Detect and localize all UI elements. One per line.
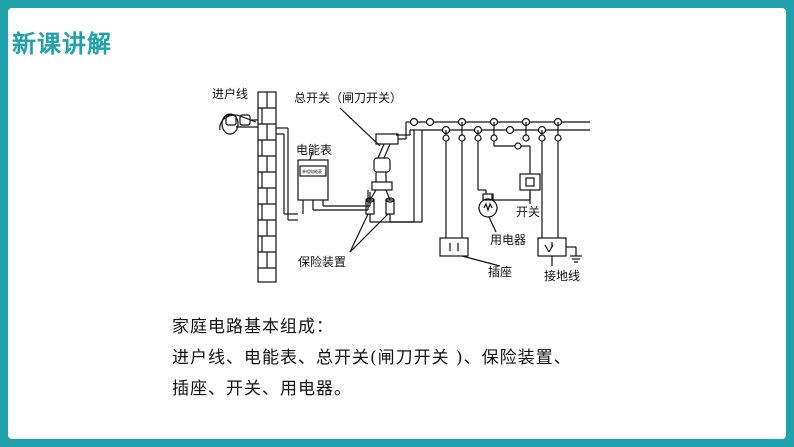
label-switch: 开关	[516, 205, 540, 219]
summary-line-1: 家庭电路基本组成：	[172, 317, 334, 337]
label-socket: 插座	[488, 264, 512, 279]
label-incoming-line: 进户线	[212, 86, 248, 101]
label-meter-face: 单相电能表	[302, 168, 322, 174]
incoming-line-insulator	[219, 113, 258, 135]
summary-line-3: 插座、开关、用电器。	[172, 379, 352, 399]
socket	[439, 122, 469, 257]
bus-lines	[409, 117, 590, 135]
label-appliance: 用电器	[490, 233, 526, 247]
label-main-switch: 总开关（闸刀开关）	[294, 91, 402, 105]
label-ground: 接地线	[544, 268, 580, 283]
slide-canvas	[8, 8, 786, 439]
summary-line-2: 进户线、电能表、总开关(闸刀开关 )、保险装置、	[172, 348, 572, 368]
ground-socket	[522, 122, 582, 263]
knife-switch	[369, 133, 399, 201]
electric-meter	[297, 159, 329, 214]
household-circuit-diagram: 进户线 总开关（闸刀开关） 电能表 单相电能表 保险装置 开关 用电器 插座 接…	[212, 86, 590, 283]
fuse-pair	[365, 197, 422, 223]
slide-title: 新课讲解	[12, 30, 112, 58]
label-meter: 电能表	[296, 143, 332, 157]
summary-text: 家庭电路基本组成： 进户线、电能表、总开关(闸刀开关 )、保险装置、 插座、开关…	[172, 312, 572, 405]
label-protection: 保险装置	[298, 254, 346, 269]
wall	[257, 91, 277, 283]
